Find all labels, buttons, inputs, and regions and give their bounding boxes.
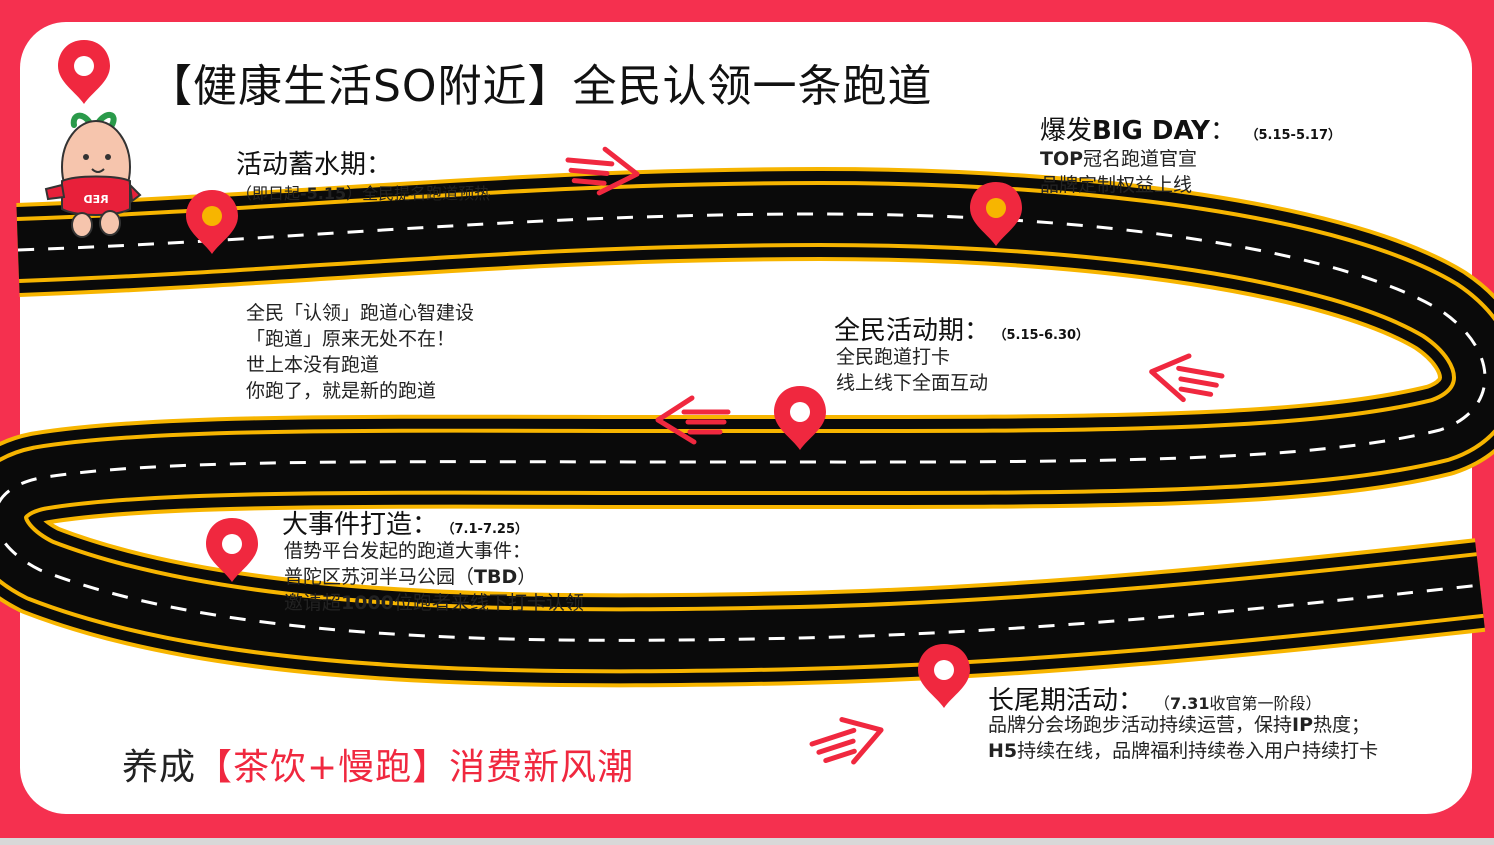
bigday-heading: 爆发BIG DAY：（5.15-5.17）: [1040, 116, 1342, 146]
bigday-line2: 品牌定制权益上线: [1040, 174, 1193, 196]
location-pin-icon: [58, 40, 110, 104]
phase2-line: 线上线下全面互动: [836, 372, 989, 394]
bottom-strip: [0, 838, 1494, 845]
phase4-heading: 长尾期活动：（7.31收官第一阶段）: [988, 686, 1322, 716]
phase2-line: 全民跑道打卡: [836, 346, 951, 368]
page-title: 【健康生活SO附近】全民认领一条跑道: [148, 61, 933, 112]
phase3-line3: 邀请超1000位跑者来线下打卡认领: [284, 592, 584, 614]
mindset-line: 你跑了，就是新的跑道: [246, 380, 437, 402]
phase3-line1: 借势平台发起的跑道大事件：: [284, 540, 532, 562]
mascot-icon: RED: [44, 112, 142, 238]
mindset-line: 全民「认领」跑道心智建设: [246, 302, 475, 324]
mindset-line: 「跑道」原来无处不在！: [246, 328, 456, 350]
direction-arrow-icon: [1148, 350, 1225, 405]
location-pin-icon: [918, 644, 970, 708]
phase1-heading: 活动蓄水期：: [236, 150, 393, 180]
phase2-heading: 全民活动期：（5.15-6.30）: [834, 316, 1090, 346]
phase3-line2: 普陀区苏河半马公园（TBD）: [284, 566, 537, 588]
bigday-line1: TOP冠名跑道官宣: [1040, 148, 1198, 170]
phase4-line1: 品牌分会场跑步活动持续运营，保持IP热度；: [988, 714, 1371, 736]
phase4-line2: H5持续在线，品牌福利持续卷入用户持续打卡: [988, 740, 1379, 762]
direction-arrow-icon: [808, 709, 888, 772]
mindset-line: 世上本没有跑道: [246, 354, 380, 376]
phase3-heading: 大事件打造：（7.1-7.25）: [282, 510, 529, 540]
road: [0, 167, 1494, 688]
phase1-subtitle: （即日起-5.15）全民提名跑道预热: [236, 184, 491, 203]
footer-slogan: 养成【茶饮+慢跑】消费新风潮: [122, 747, 635, 788]
svg-text:RED: RED: [83, 193, 108, 206]
